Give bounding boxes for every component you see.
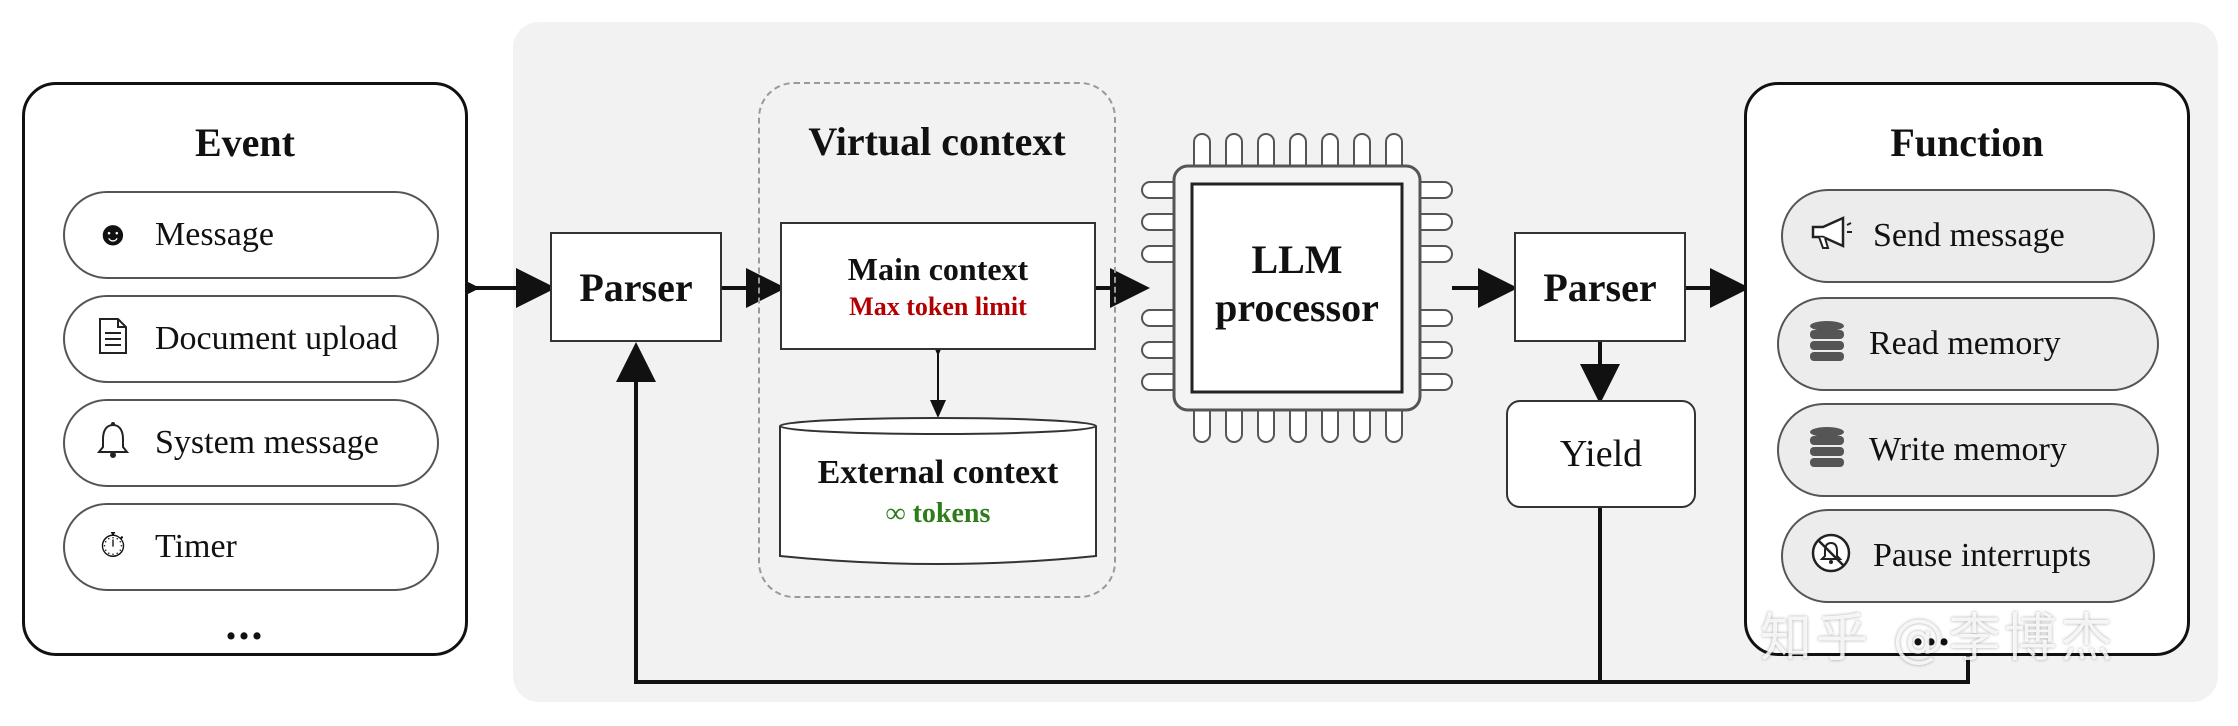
bell-icon xyxy=(85,421,141,466)
event-more: ... xyxy=(225,600,265,649)
parser-output-label: Parser xyxy=(1543,264,1657,310)
feedback-loop-line xyxy=(616,342,1602,684)
llm-line2: processor xyxy=(1215,285,1379,330)
event-item-message[interactable]: ☻ Message xyxy=(63,191,439,279)
document-icon xyxy=(85,317,141,362)
face-icon: ☻ xyxy=(95,216,131,253)
external-context-cylinder xyxy=(779,417,1097,565)
parser-input-label: Parser xyxy=(579,264,693,310)
database-icon xyxy=(1799,425,1855,476)
event-item-label: Document upload xyxy=(155,320,398,357)
chip-core xyxy=(1190,182,1404,394)
yield-label: Yield xyxy=(1559,433,1643,475)
llm-line1: LLM xyxy=(1251,237,1343,282)
function-item-label: Send message xyxy=(1873,217,2065,254)
yield-box: Yield xyxy=(1506,400,1696,508)
virtual-context-region: Virtual context xyxy=(758,82,1116,598)
database-icon xyxy=(1799,319,1855,370)
event-panel: Event ☻ Message Document upload System m… xyxy=(22,82,468,656)
external-context-text: External context ∞ tokens xyxy=(780,454,1096,530)
parser-output-box: Parser xyxy=(1514,232,1686,342)
main-context-subtitle: Max token limit xyxy=(849,291,1027,321)
function-item-write-memory[interactable]: Write memory xyxy=(1777,403,2159,497)
function-item-send-message[interactable]: Send message xyxy=(1781,189,2155,283)
event-item-label: Message xyxy=(155,216,274,253)
virtual-context-title: Virtual context xyxy=(808,119,1066,164)
event-title: Event xyxy=(195,120,295,165)
event-item-system-message[interactable]: System message xyxy=(63,399,439,487)
main-context-box: Main context Max token limit xyxy=(780,222,1096,350)
megaphone-icon xyxy=(1803,215,1859,258)
function-item-pause-interrupts[interactable]: Pause interrupts xyxy=(1781,509,2155,603)
external-context-subtitle: ∞ tokens xyxy=(885,498,991,529)
event-item-timer[interactable]: ⏱ Timer xyxy=(63,503,439,591)
function-item-read-memory[interactable]: Read memory xyxy=(1777,297,2159,391)
function-item-label: Read memory xyxy=(1869,325,2061,362)
chip-pins xyxy=(1141,133,1453,443)
parser-input-box: Parser xyxy=(550,232,722,342)
function-title: Function xyxy=(1890,120,2044,165)
function-more: ... xyxy=(1912,606,1952,655)
event-item-label: Timer xyxy=(155,528,237,565)
event-item-label: System message xyxy=(155,424,379,461)
event-item-document-upload[interactable]: Document upload xyxy=(63,295,439,383)
function-item-label: Pause interrupts xyxy=(1873,537,2092,574)
bell-off-icon xyxy=(1803,532,1859,581)
stopwatch-icon: ⏱ xyxy=(99,528,127,565)
main-context-title: Main context xyxy=(847,250,1029,287)
external-context-title: External context xyxy=(817,454,1059,491)
llm-processor-label: LLM processor xyxy=(1192,236,1402,332)
watermark-text: 知乎 @李博杰 xyxy=(1760,609,2117,669)
function-item-label: Write memory xyxy=(1869,431,2067,468)
function-panel: Function Send message Read memory Write … xyxy=(1744,82,2190,656)
